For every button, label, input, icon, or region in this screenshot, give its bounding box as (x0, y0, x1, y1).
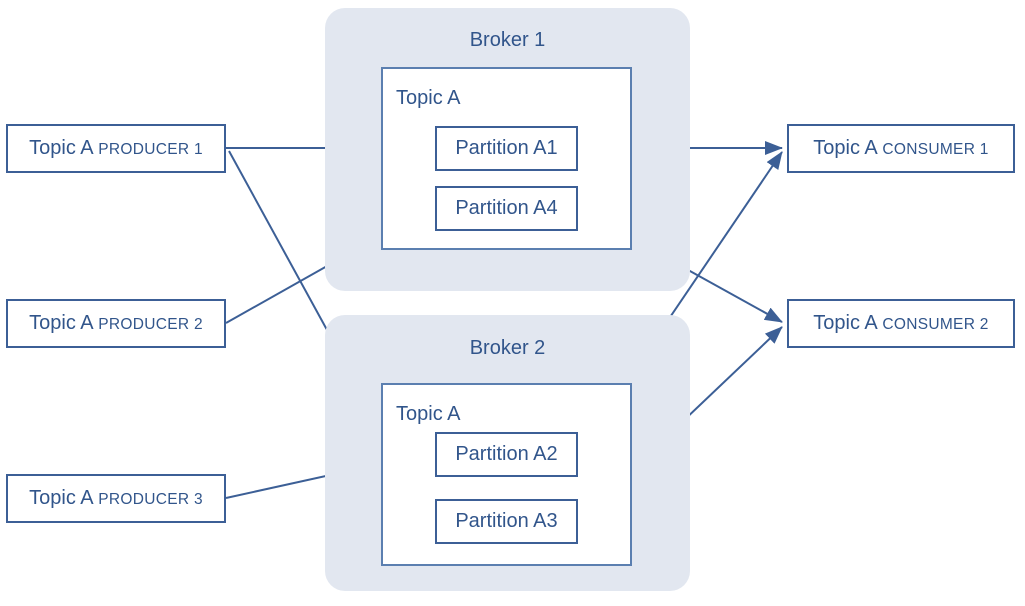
producer-label: Topic A PRODUCER 3 (29, 487, 203, 510)
consumer-topic-name: Topic A (813, 312, 878, 334)
topic-label-broker-2: Topic A (396, 403, 461, 425)
partition-box-partition-a1[interactable]: Partition A1 (435, 126, 578, 171)
partition-box-partition-a3[interactable]: Partition A3 (435, 499, 578, 544)
producer-role: PRODUCER 3 (93, 491, 203, 508)
consumer-box-1[interactable]: Topic A CONSUMER 1 (787, 124, 1015, 173)
partition-box-partition-a2[interactable]: Partition A2 (435, 432, 578, 477)
producer-label: Topic A PRODUCER 1 (29, 137, 203, 160)
producer-topic-name: Topic A (29, 312, 94, 334)
producer-role: PRODUCER 2 (93, 316, 203, 333)
partition-label: Partition A4 (455, 197, 558, 219)
consumer-label: Topic A CONSUMER 1 (813, 137, 988, 160)
consumer-topic-name: Topic A (813, 137, 878, 159)
producer-box-3[interactable]: Topic A PRODUCER 3 (6, 474, 226, 523)
consumer-role: CONSUMER 1 (877, 141, 989, 158)
consumer-label: Topic A CONSUMER 2 (813, 312, 988, 335)
producer-topic-name: Topic A (29, 487, 94, 509)
partition-label: Partition A1 (455, 137, 558, 159)
consumer-box-2[interactable]: Topic A CONSUMER 2 (787, 299, 1015, 348)
producer-topic-name: Topic A (29, 137, 94, 159)
topic-label-broker-1: Topic A (396, 87, 461, 109)
producer-box-1[interactable]: Topic A PRODUCER 1 (6, 124, 226, 173)
partition-label: Partition A2 (455, 443, 558, 465)
broker-label-1: Broker 1 (469, 29, 546, 51)
producer-role: PRODUCER 1 (93, 141, 203, 158)
partition-box-partition-a4[interactable]: Partition A4 (435, 186, 578, 231)
broker-label-2: Broker 2 (469, 337, 546, 359)
producer-box-2[interactable]: Topic A PRODUCER 2 (6, 299, 226, 348)
consumer-role: CONSUMER 2 (877, 316, 989, 333)
partition-label: Partition A3 (455, 510, 558, 532)
producer-label: Topic A PRODUCER 2 (29, 312, 203, 335)
